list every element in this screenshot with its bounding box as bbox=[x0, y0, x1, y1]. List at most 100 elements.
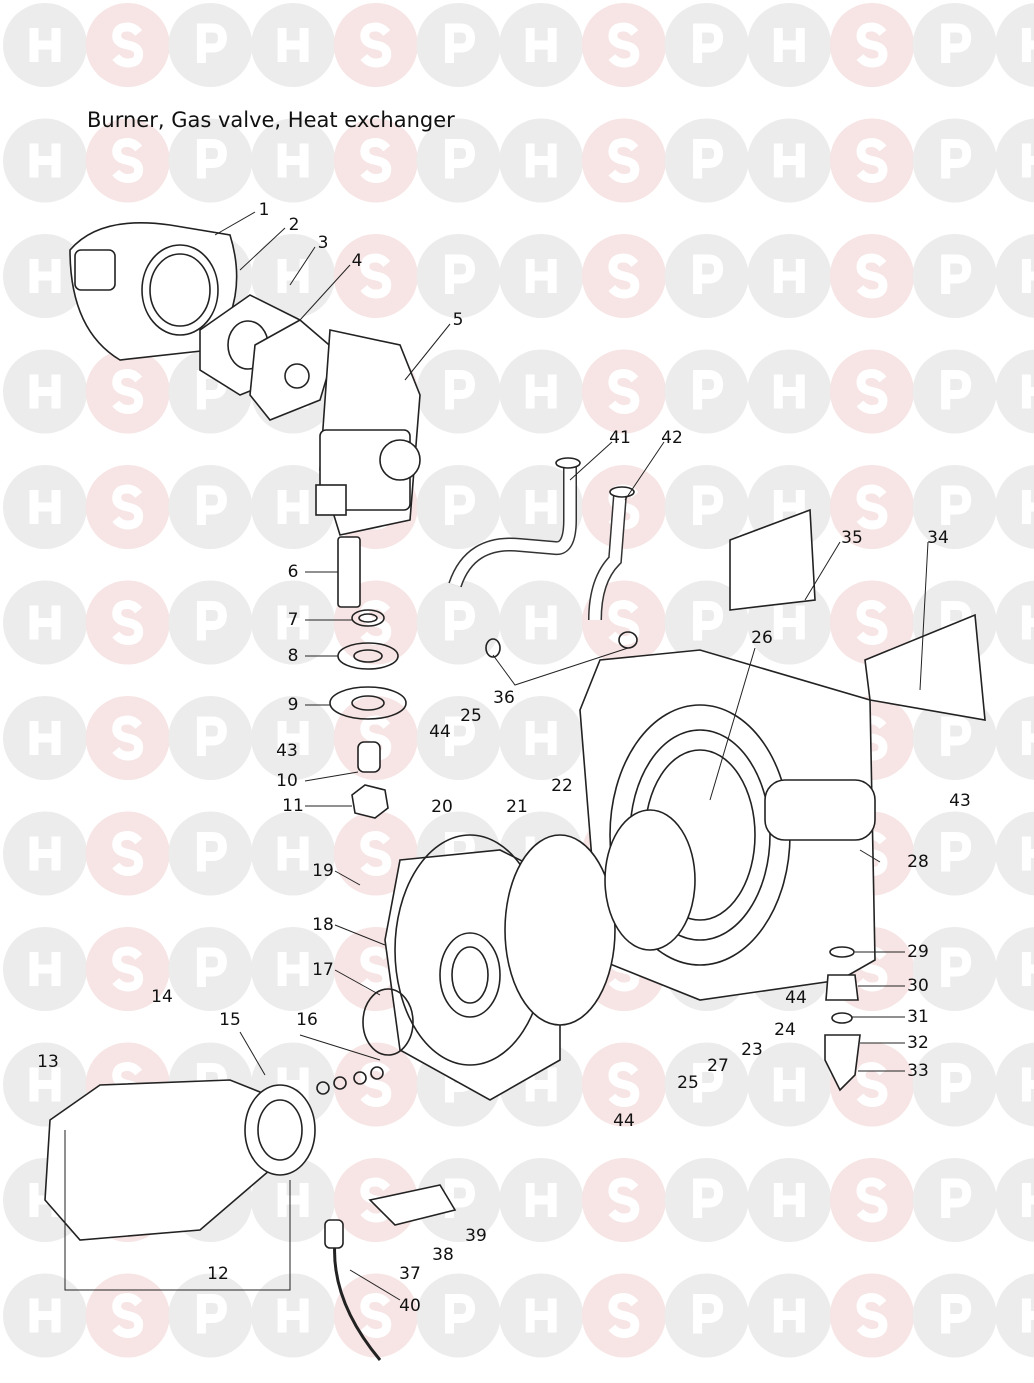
watermark-letter-shape bbox=[196, 947, 227, 987]
watermark-letter-shape bbox=[360, 253, 392, 299]
watermark-badge bbox=[581, 3, 666, 87]
diagram-title: Burner, Gas valve, Heat exchanger bbox=[87, 108, 455, 132]
callout-24: 24 bbox=[774, 1020, 796, 1040]
watermark-badge bbox=[664, 1158, 749, 1242]
drain-fittings-part bbox=[824, 946, 861, 1092]
watermark-badge bbox=[664, 234, 749, 318]
watermark-letter-shape bbox=[360, 137, 392, 184]
watermark-badge bbox=[168, 811, 253, 896]
callout-1: 1 bbox=[258, 200, 270, 220]
watermark-badge bbox=[416, 696, 501, 780]
watermark-badge bbox=[912, 349, 997, 434]
watermark-badge bbox=[912, 1273, 997, 1358]
watermark-letter-shape bbox=[196, 601, 227, 641]
callout-38: 38 bbox=[432, 1245, 454, 1265]
gasket-plate-part bbox=[199, 294, 336, 421]
callout-13: 13 bbox=[37, 1052, 59, 1072]
watermark-letter-shape bbox=[693, 254, 724, 294]
callout-21: 21 bbox=[506, 797, 528, 817]
watermark-letter-shape bbox=[1021, 374, 1034, 409]
callout-10: 10 bbox=[276, 771, 298, 791]
watermark-letter-shape bbox=[1021, 952, 1034, 986]
brackets-part bbox=[729, 508, 986, 721]
watermark-badge bbox=[830, 1273, 914, 1358]
watermark-letter-shape bbox=[1021, 836, 1034, 871]
watermark-badge bbox=[581, 1042, 666, 1127]
watermark-badge bbox=[416, 580, 501, 665]
watermark-letter-shape bbox=[277, 836, 309, 871]
watermark-letter-shape bbox=[693, 1063, 724, 1103]
watermark-letter-shape bbox=[941, 23, 972, 63]
watermark-badge bbox=[416, 118, 501, 203]
callout-3: 3 bbox=[317, 233, 329, 253]
watermark-letter-shape bbox=[1021, 143, 1034, 178]
watermark-letter-shape bbox=[277, 1183, 309, 1217]
callout-32: 32 bbox=[907, 1033, 929, 1053]
watermark-badge bbox=[747, 234, 832, 318]
watermark-letter-shape bbox=[773, 1067, 805, 1102]
watermark-letter-shape bbox=[445, 1178, 476, 1218]
watermark-letter-shape bbox=[277, 1298, 309, 1333]
watermark-badge bbox=[664, 1042, 749, 1127]
gas-valve-part bbox=[315, 329, 421, 536]
callout-11: 11 bbox=[282, 796, 304, 816]
watermark-badge bbox=[499, 118, 584, 203]
watermark-badge bbox=[747, 3, 832, 87]
callout-39: 39 bbox=[465, 1226, 487, 1246]
watermark-letter-shape bbox=[112, 137, 144, 184]
watermark-letter-shape bbox=[856, 22, 888, 68]
watermark-letter-shape bbox=[608, 1177, 640, 1223]
watermark-badge bbox=[3, 465, 87, 549]
watermark-letter-shape bbox=[525, 143, 557, 178]
watermark-badge bbox=[499, 465, 584, 549]
watermark-badge bbox=[3, 1042, 87, 1127]
watermark-badge bbox=[85, 1273, 170, 1358]
watermark-badge bbox=[664, 349, 749, 434]
watermark-letter-shape bbox=[856, 484, 888, 530]
watermark-letter-shape bbox=[856, 368, 888, 415]
callout-5: 5 bbox=[452, 310, 464, 330]
watermark-badge bbox=[664, 3, 749, 87]
watermark-letter-shape bbox=[608, 137, 640, 184]
watermark-badge bbox=[499, 349, 584, 434]
watermark-badge bbox=[251, 927, 336, 1011]
callout-29: 29 bbox=[907, 942, 929, 962]
watermark-badge bbox=[85, 3, 170, 87]
watermark-letter-shape bbox=[525, 490, 557, 524]
watermark-letter-shape bbox=[856, 137, 888, 184]
watermark-badge bbox=[830, 465, 914, 549]
callout-2: 2 bbox=[288, 215, 300, 235]
watermark-badge bbox=[912, 1042, 997, 1127]
fan-housing-part bbox=[69, 222, 238, 361]
watermark-letter-shape bbox=[445, 1294, 476, 1334]
watermark-badge bbox=[168, 927, 253, 1011]
watermark-letter-shape bbox=[1021, 28, 1034, 62]
watermark-badge bbox=[85, 349, 170, 434]
watermark-badge bbox=[168, 580, 253, 665]
watermark-letter-shape bbox=[693, 139, 724, 179]
watermark-badge bbox=[85, 118, 170, 203]
watermark-letter-shape bbox=[360, 599, 392, 646]
watermark-badge bbox=[912, 234, 997, 318]
watermark-letter-shape bbox=[112, 1292, 144, 1339]
watermark-letter-shape bbox=[445, 254, 476, 294]
watermark-letter-shape bbox=[525, 1183, 557, 1217]
watermark-badge bbox=[995, 696, 1034, 780]
watermark-letter-shape bbox=[941, 370, 972, 410]
watermark-badge bbox=[499, 580, 584, 665]
watermark-letter-shape bbox=[856, 1177, 888, 1223]
watermark-badge bbox=[830, 349, 914, 434]
watermark-badge bbox=[499, 1158, 584, 1242]
watermark-badge bbox=[3, 1273, 87, 1358]
watermark-badge bbox=[85, 580, 170, 665]
watermark-letter-shape bbox=[608, 253, 640, 299]
callout-18: 18 bbox=[312, 915, 334, 935]
watermark-badge bbox=[85, 927, 170, 1011]
watermark-letter-shape bbox=[445, 716, 476, 756]
watermark-badge bbox=[168, 696, 253, 780]
callout-43: 43 bbox=[276, 741, 298, 761]
watermark-letter-shape bbox=[941, 947, 972, 987]
watermark-letter-shape bbox=[196, 1294, 227, 1334]
